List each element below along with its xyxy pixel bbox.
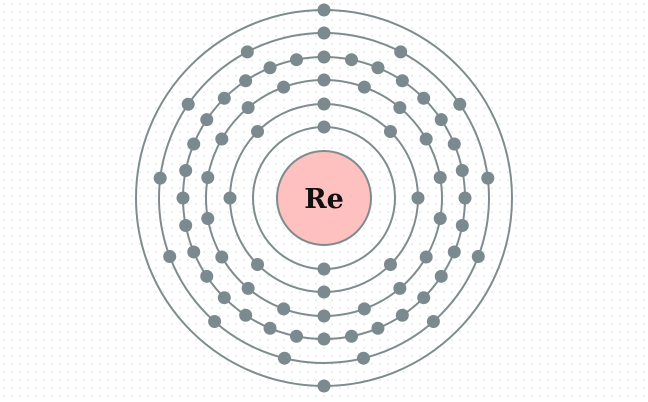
electron xyxy=(239,308,253,322)
electron xyxy=(317,120,331,134)
electron xyxy=(433,171,447,185)
electron xyxy=(200,269,214,283)
electron xyxy=(419,132,433,146)
electron xyxy=(179,219,193,233)
electron xyxy=(383,125,397,139)
electron xyxy=(426,315,440,329)
electron xyxy=(176,191,190,205)
electron xyxy=(481,171,495,185)
electron xyxy=(317,262,331,276)
electron xyxy=(263,61,277,75)
electron xyxy=(317,309,331,323)
electron xyxy=(455,219,469,233)
electron xyxy=(289,329,303,343)
electron xyxy=(356,351,370,365)
electron xyxy=(434,269,448,283)
electron xyxy=(357,80,371,94)
electron xyxy=(371,61,385,75)
electron xyxy=(278,351,292,365)
electron xyxy=(411,191,425,205)
electron xyxy=(345,53,359,67)
electron xyxy=(200,113,214,127)
electron xyxy=(239,74,253,88)
electron xyxy=(447,137,461,151)
electron xyxy=(417,291,431,305)
electron xyxy=(163,250,177,264)
electron xyxy=(153,171,167,185)
electron xyxy=(217,91,231,105)
electron xyxy=(277,302,291,316)
electron xyxy=(434,113,448,127)
electron xyxy=(393,101,407,115)
electron xyxy=(289,53,303,67)
electron xyxy=(208,315,222,329)
electron xyxy=(240,45,254,59)
electron xyxy=(357,302,371,316)
nucleus xyxy=(276,150,372,246)
electron xyxy=(433,211,447,225)
electron xyxy=(317,50,331,64)
electron xyxy=(419,250,433,264)
electron xyxy=(383,257,397,271)
electron xyxy=(471,250,485,264)
electron xyxy=(181,97,195,111)
electron xyxy=(241,101,255,115)
electron xyxy=(263,321,277,335)
electron xyxy=(395,74,409,88)
electron xyxy=(455,163,469,177)
element-symbol: Re xyxy=(304,184,344,215)
electron xyxy=(187,245,201,259)
electron xyxy=(251,125,265,139)
electron xyxy=(187,137,201,151)
electron xyxy=(317,379,331,393)
electron xyxy=(317,285,331,299)
electron xyxy=(215,250,229,264)
electron-shells xyxy=(135,3,513,393)
electron xyxy=(251,257,265,271)
electron xyxy=(241,281,255,295)
electron xyxy=(317,332,331,346)
electron xyxy=(345,329,359,343)
electron xyxy=(215,132,229,146)
electron xyxy=(371,321,385,335)
electron xyxy=(395,308,409,322)
electron xyxy=(201,171,215,185)
electron xyxy=(317,73,331,87)
electron xyxy=(317,26,331,40)
electron xyxy=(447,245,461,259)
electron xyxy=(201,211,215,225)
electron xyxy=(394,45,408,59)
electron xyxy=(453,97,467,111)
electron xyxy=(179,163,193,177)
electron xyxy=(317,97,331,111)
electron xyxy=(458,191,472,205)
electron xyxy=(223,191,237,205)
electron xyxy=(217,291,231,305)
electron xyxy=(417,91,431,105)
electron xyxy=(317,3,331,17)
electron xyxy=(393,281,407,295)
electron xyxy=(277,80,291,94)
